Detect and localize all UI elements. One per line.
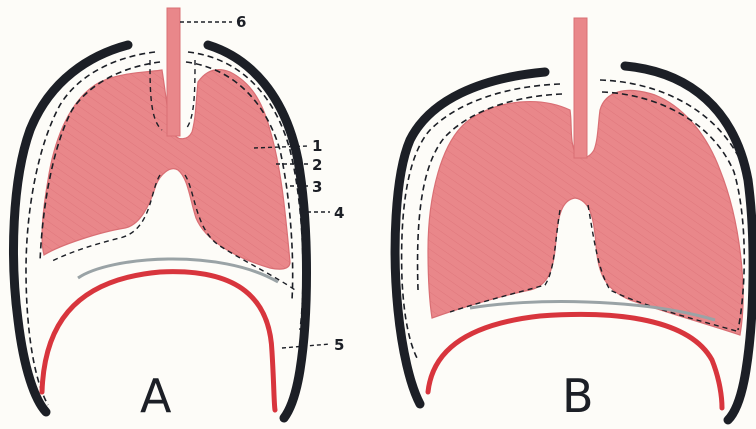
panel-b (395, 18, 756, 420)
panel-letter-a: A (140, 369, 172, 423)
label-3: 3 (312, 178, 322, 196)
panel-a (14, 8, 307, 418)
label-1: 1 (312, 137, 322, 155)
label-2: 2 (312, 156, 322, 174)
label-5: 5 (334, 336, 344, 354)
trachea-a (167, 8, 180, 136)
label-6: 6 (236, 13, 246, 31)
panel-letter-b: B (562, 369, 594, 423)
trachea-b (574, 18, 587, 158)
label-4: 4 (334, 204, 344, 222)
